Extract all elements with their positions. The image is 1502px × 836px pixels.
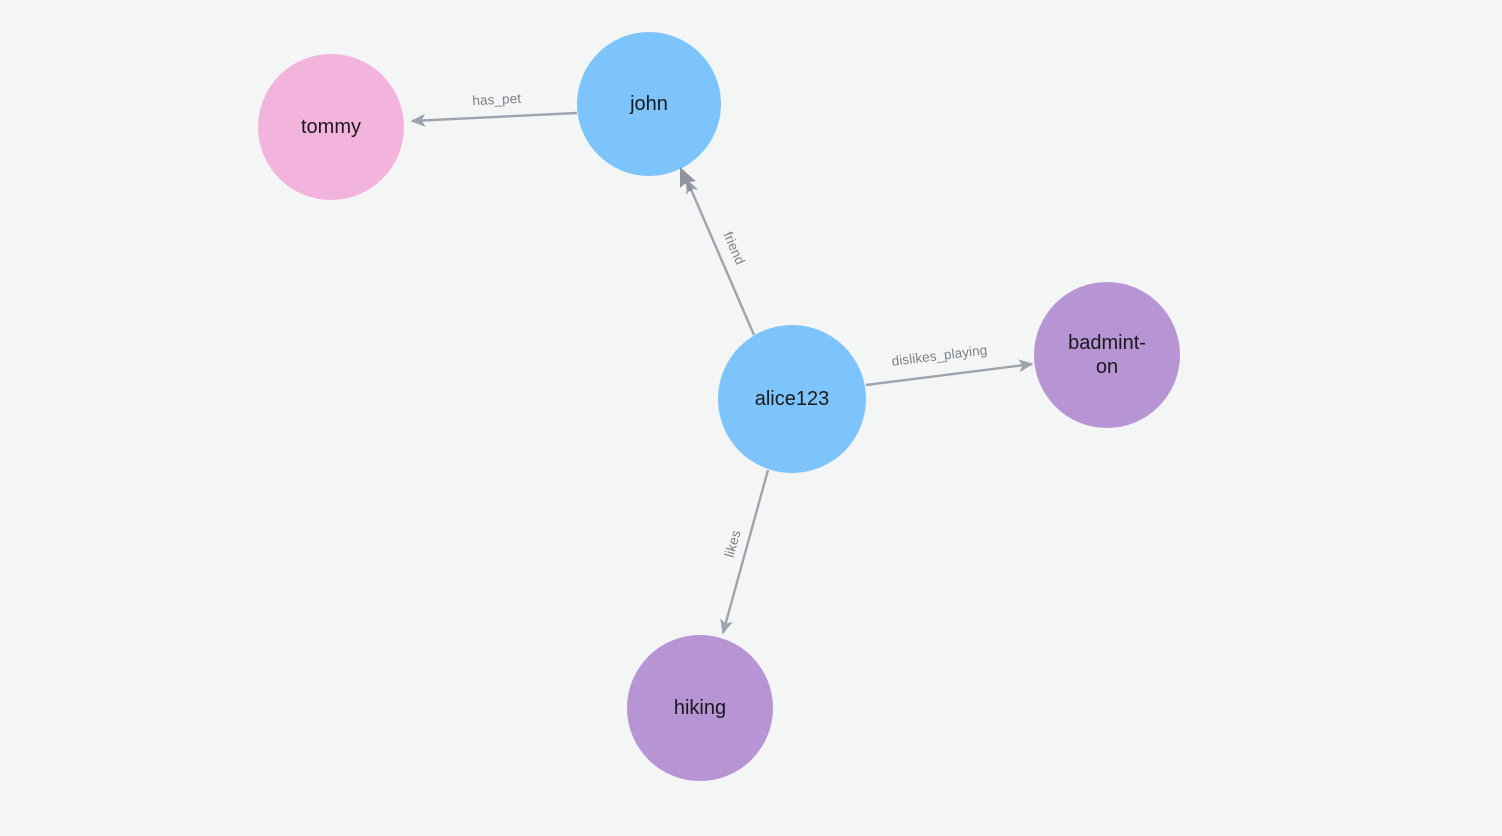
edge-likes-label: likes [722, 528, 744, 559]
graph-node-label-john: john [630, 93, 668, 115]
graph-node-label-alice123: alice123 [754, 388, 830, 410]
graph-node-hiking[interactable]: hiking [627, 635, 773, 781]
edge-likes[interactable] [720, 469, 770, 635]
graph-node-label-badminton: badmint-on [1068, 332, 1146, 378]
graph-node-alice123[interactable]: alice123 [718, 325, 866, 473]
edge-friend-label: friend [720, 229, 748, 267]
edge-dislikes-playing[interactable] [865, 359, 1034, 387]
graph-node-badminton[interactable]: badmint-on [1034, 282, 1180, 428]
edge-friend[interactable] [685, 178, 756, 336]
graph-node-john[interactable]: john [577, 32, 721, 176]
graph-node-label-hiking: hiking [673, 697, 727, 719]
graph-node-tommy[interactable]: tommy [258, 54, 404, 200]
edge-has-pet-label: has_pet [472, 91, 522, 109]
graph-node-label-tommy: tommy [301, 116, 361, 138]
edge-dislikes-playing-label: dislikes_playing [891, 342, 988, 369]
edge-has-pet[interactable] [410, 111, 578, 127]
